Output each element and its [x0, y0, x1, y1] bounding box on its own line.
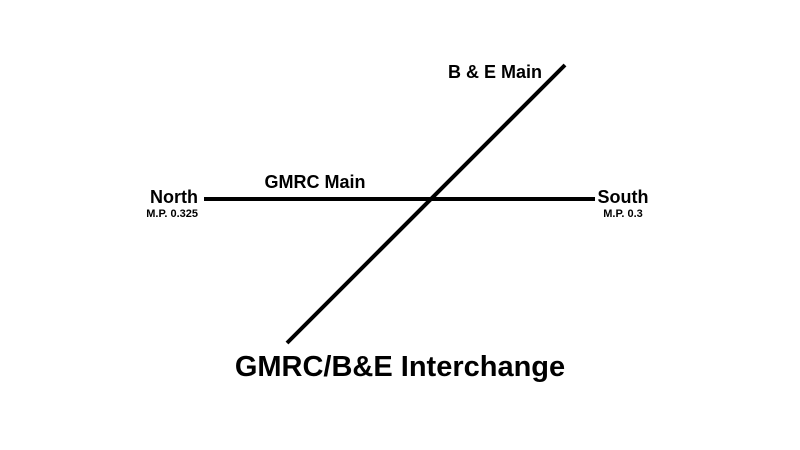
south-milepost-label: M.P. 0.3 — [603, 208, 643, 220]
be-main-track-label: B & E Main — [447, 62, 543, 82]
north-milepost-label: M.P. 0.325 — [146, 208, 198, 220]
south-endpoint: South M.P. 0.3 — [598, 188, 649, 220]
north-endpoint-label: North — [150, 187, 198, 207]
diagram-title: GMRC/B&E Interchange — [234, 351, 566, 383]
south-endpoint-label: South — [597, 187, 649, 207]
be-main-track-line — [285, 63, 567, 345]
gmrc-main-track-label: GMRC Main — [264, 172, 366, 192]
north-endpoint: North M.P. 0.325 — [146, 188, 198, 220]
